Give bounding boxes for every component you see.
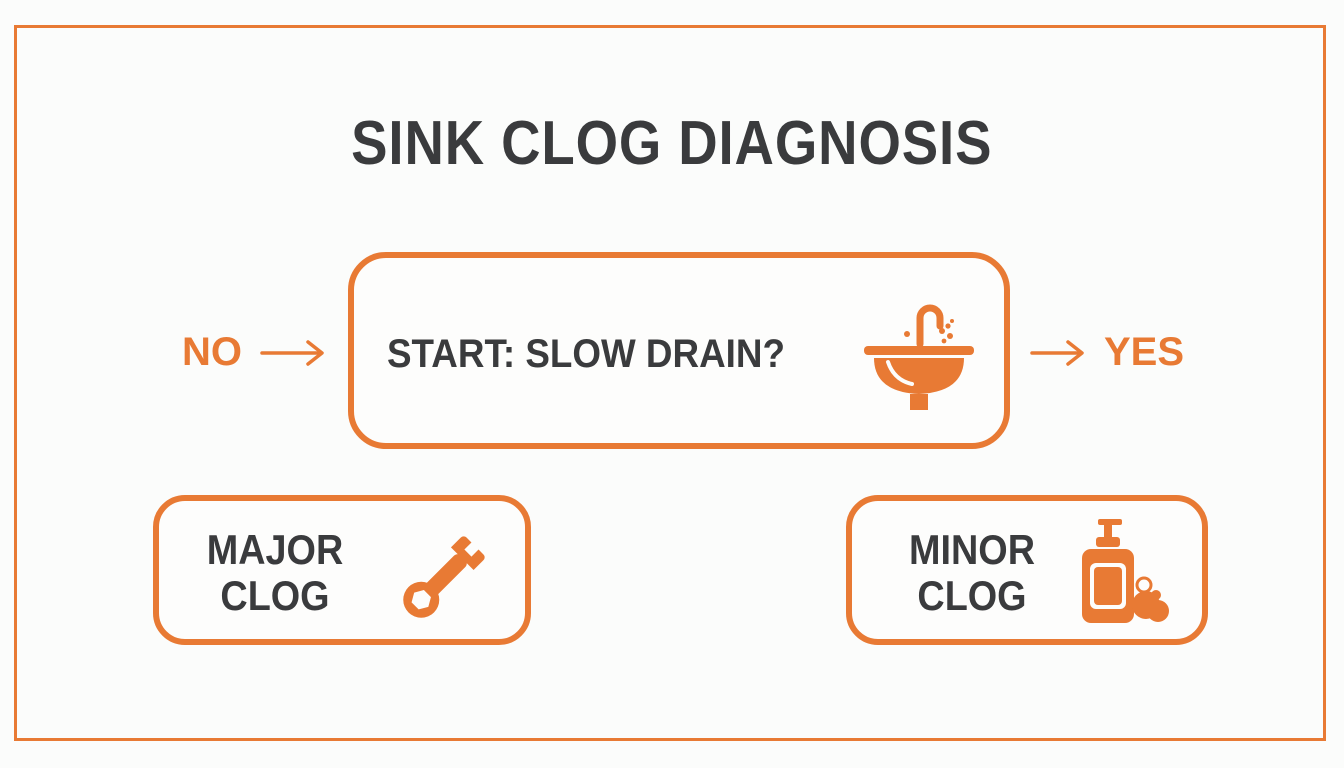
major-clog-label: MAJOR CLOG: [203, 527, 347, 619]
branch-yes-label: YES: [1104, 330, 1185, 374]
minor-clog-line2: CLOG: [917, 572, 1027, 619]
minor-clog-line1: MINOR: [909, 526, 1035, 573]
diagram-title: SINK CLOG DIAGNOSIS: [351, 109, 993, 178]
major-clog-line2: CLOG: [220, 572, 330, 619]
branch-no-label: NO: [182, 330, 242, 374]
diagram-frame: [14, 25, 1326, 741]
start-node-label: START: SLOW DRAIN?: [387, 332, 785, 376]
right-arrow-icon: [1030, 339, 1084, 366]
start-node: START: SLOW DRAIN?: [348, 252, 1010, 449]
sink-icon: [864, 304, 974, 410]
wrench-icon: [403, 536, 485, 618]
major-clog-line1: MAJOR: [206, 526, 344, 573]
major-clog-node: MAJOR CLOG: [153, 495, 531, 645]
right-arrow-icon: [260, 339, 324, 366]
minor-clog-label: MINOR CLOG: [900, 527, 1044, 619]
minor-clog-node: MINOR CLOG: [846, 495, 1208, 645]
branch-no: NO: [182, 330, 326, 375]
branch-yes: YES: [1030, 330, 1184, 375]
soap-bottle-icon: [1082, 519, 1169, 623]
